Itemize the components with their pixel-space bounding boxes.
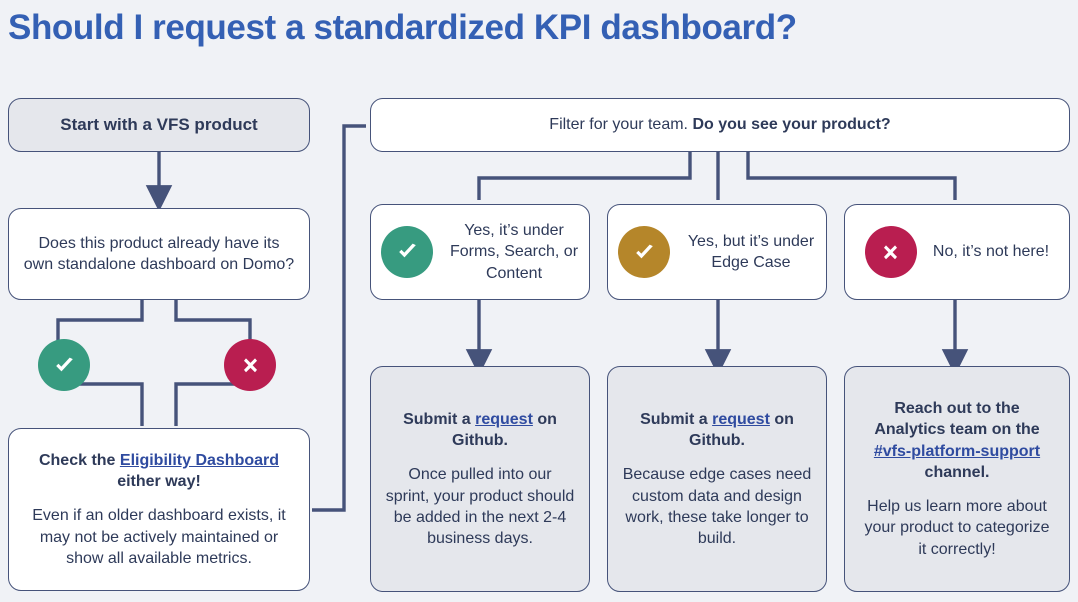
- node-option-not-here: No, it’s not here!: [844, 204, 1070, 300]
- x-circle-icon: [224, 339, 276, 391]
- check-circle-icon: [38, 339, 90, 391]
- node-eligibility-body: Even if an older dashboard exists, it ma…: [32, 507, 286, 567]
- filter-text-normal: Filter for your team.: [549, 116, 693, 134]
- outcome-b-heading-prefix: Submit a: [640, 410, 713, 428]
- slack-channel-link[interactable]: #vfs-platform-support: [873, 442, 1041, 460]
- outcome-a-content: Submit a request on Github. Once pulled …: [385, 409, 575, 550]
- outcome-a-body: Once pulled into our sprint, your produc…: [385, 466, 575, 548]
- node-filter-question: Filter for your team. Do you see your pr…: [370, 98, 1070, 152]
- x-icon: [884, 244, 898, 259]
- outcome-a-heading-prefix: Submit a: [403, 410, 476, 428]
- node-outcome-edge-case: Submit a request on Github. Because edge…: [607, 366, 827, 592]
- option-c-label: No, it’s not here!: [932, 243, 1050, 261]
- outcome-b-content: Submit a request on Github. Because edge…: [622, 409, 812, 550]
- option-b-inner: Yes, but it’s under Edge Case: [608, 226, 826, 278]
- node-option-forms-search-content: Yes, it’s under Forms, Search, or Conten…: [370, 204, 590, 300]
- node-question-text: Does this product already have its own s…: [23, 234, 295, 273]
- outcome-c-content: Reach out to the Analytics team on the #…: [859, 398, 1055, 560]
- eligibility-heading-suffix: either way!: [117, 473, 201, 491]
- github-request-link[interactable]: request: [712, 410, 770, 428]
- outcome-c-heading-suffix: channel.: [924, 463, 990, 481]
- outcome-b-body: Because edge cases need custom data and …: [622, 466, 812, 548]
- node-start-label: Start with a VFS product: [60, 114, 258, 134]
- node-start: Start with a VFS product: [8, 98, 310, 152]
- x-icon: [243, 357, 257, 372]
- check-circle-icon: [381, 225, 433, 278]
- outcome-c-heading: Reach out to the Analytics team on the #…: [859, 398, 1055, 483]
- page-title: Should I request a standardized KPI dash…: [8, 8, 797, 47]
- check-icon: [635, 244, 653, 258]
- option-a-inner: Yes, it’s under Forms, Search, or Conten…: [371, 220, 589, 283]
- outcome-c-heading-prefix: Reach out to the Analytics team on the: [874, 400, 1040, 439]
- outcome-b-heading-suffix: on Github.: [689, 410, 794, 449]
- node-eligibility: Check the Eligibility Dashboard either w…: [8, 428, 310, 591]
- node-question: Does this product already have its own s…: [8, 208, 310, 300]
- eligibility-heading-prefix: Check the: [38, 451, 120, 469]
- outcome-c-body: Help us learn more about your product to…: [864, 498, 1050, 558]
- option-a-label: Yes, it’s under Forms, Search, or Conten…: [449, 222, 579, 282]
- node-eligibility-content: Check the Eligibility Dashboard either w…: [23, 450, 295, 569]
- outcome-a-heading: Submit a request on Github.: [385, 409, 575, 452]
- node-filter-text: Filter for your team. Do you see your pr…: [385, 114, 1055, 135]
- x-circle-icon: [864, 226, 917, 278]
- filter-text-bold: Do you see your product?: [692, 116, 891, 134]
- eligibility-dashboard-link[interactable]: Eligibility Dashboard: [119, 451, 280, 469]
- node-outcome-not-here: Reach out to the Analytics team on the #…: [844, 366, 1070, 592]
- github-request-link[interactable]: request: [475, 410, 533, 428]
- node-eligibility-heading: Check the Eligibility Dashboard either w…: [23, 450, 295, 493]
- option-c-inner: No, it’s not here!: [845, 226, 1069, 278]
- node-option-edge-case: Yes, but it’s under Edge Case: [607, 204, 827, 300]
- check-circle-icon: [618, 226, 670, 278]
- check-icon: [55, 357, 73, 371]
- outcome-a-heading-suffix: on Github.: [452, 410, 557, 449]
- check-icon: [398, 244, 416, 258]
- node-outcome-forms-search-content: Submit a request on Github. Once pulled …: [370, 366, 590, 592]
- outcome-b-heading: Submit a request on Github.: [622, 409, 812, 452]
- option-b-label: Yes, but it’s under Edge Case: [687, 232, 815, 271]
